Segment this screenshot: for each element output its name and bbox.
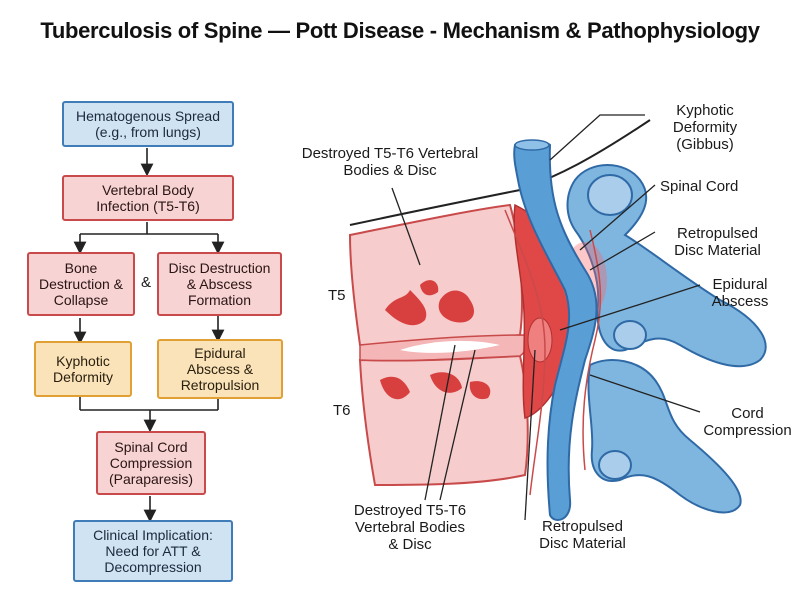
retropulsed-fragment <box>527 317 553 363</box>
label-destroyed-vertebrae-top: Destroyed T5-T6 Vertebral Bodies & Disc <box>301 145 479 179</box>
label-spinal-cord: Spinal Cord <box>660 178 739 195</box>
label-epidural-abscess: Epidural Abscess <box>711 276 769 310</box>
vertebra-t5 <box>348 203 523 347</box>
box-disc-destruction: Disc Destruction & Abscess Formation <box>157 252 282 316</box>
dura-line-anterior <box>504 209 546 496</box>
disc-gap <box>400 340 500 353</box>
page-title: Tuberculosis of Spine — Pott Disease - M… <box>40 18 760 43</box>
label-t6: T6 <box>333 402 351 419</box>
box-hematogenous-spread: Hematogenous Spread (e.g., from lungs) <box>62 101 234 147</box>
spinal-cord <box>513 140 598 521</box>
ampersand-label: & <box>141 274 152 291</box>
posterior-elements <box>566 164 767 514</box>
label-kyphotic-deformity: Kyphotic Deformity (Gibbus) <box>672 102 738 153</box>
lytic-lesions <box>380 280 491 400</box>
label-retropulsed-disc-right: Retropulsed Disc Material <box>674 225 761 259</box>
label-cord-compression: Cord Compression <box>703 405 792 439</box>
box-cord-compression: Spinal Cord Compression (Paraparesis) <box>96 431 206 495</box>
box-clinical-implication: Clinical Implication: Need for ATT & Dec… <box>73 520 233 582</box>
box-epidural-abscess: Epidural Abscess & Retropulsion <box>157 339 283 399</box>
label-t5: T5 <box>328 287 346 304</box>
spinal-cord-top <box>514 139 550 151</box>
box-vertebral-infection: Vertebral Body Infection (T5-T6) <box>62 175 234 221</box>
box-kyphotic-deformity: Kyphotic Deformity <box>34 341 132 397</box>
label-retropulsed-disc-bottom: Retropulsed Disc Material <box>539 518 626 552</box>
box-bone-destruction: Bone Destruction & Collapse <box>27 252 135 316</box>
leader-lines <box>391 114 701 521</box>
label-destroyed-vertebrae-bottom: Destroyed T5-T6 Vertebral Bodies & Disc <box>353 502 467 553</box>
